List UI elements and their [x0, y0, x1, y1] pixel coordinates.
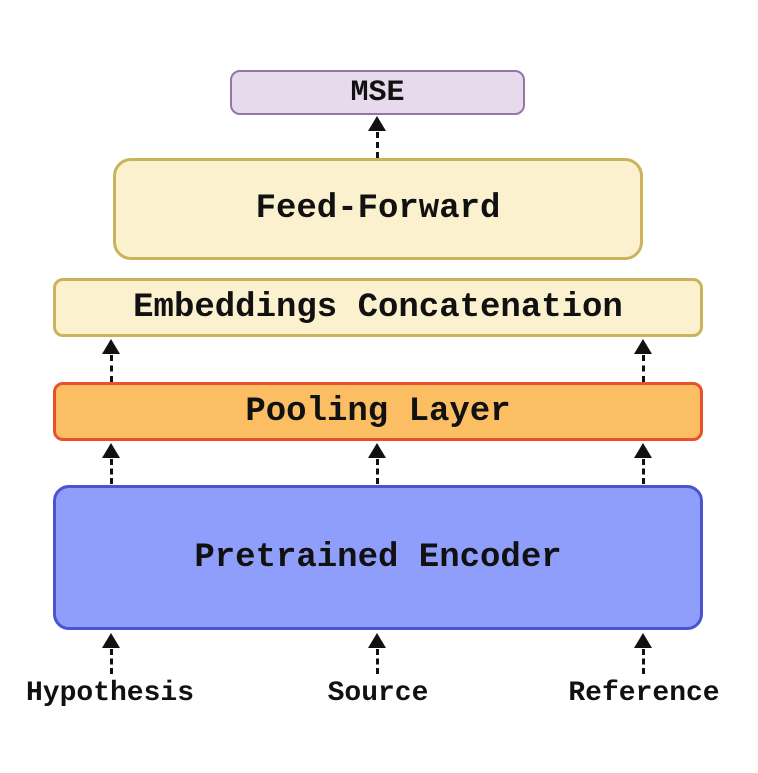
arrow-encoder-to-pooling-left	[102, 443, 120, 484]
box-pretrained-encoder: Pretrained Encoder	[53, 485, 703, 630]
arrow-shaft	[109, 459, 113, 484]
box-feed-forward-label: Feed-Forward	[255, 190, 501, 228]
arrow-reference-to-encoder	[634, 633, 652, 674]
box-pooling-layer-label: Pooling Layer	[245, 392, 511, 431]
input-label-reference: Reference	[568, 678, 720, 709]
arrow-source-to-encoder	[368, 633, 386, 674]
arrowhead-icon	[368, 633, 386, 648]
arrow-shaft	[375, 459, 379, 484]
arrow-shaft	[375, 649, 379, 674]
arrow-encoder-to-pooling-center	[368, 443, 386, 484]
arrow-shaft	[641, 459, 645, 484]
box-mse: MSE	[230, 70, 525, 115]
box-mse-label: MSE	[350, 75, 405, 110]
arrowhead-icon	[634, 443, 652, 458]
arrow-shaft	[641, 649, 645, 674]
input-label-hypothesis: Hypothesis	[25, 678, 195, 709]
arrowhead-icon	[368, 443, 386, 458]
arrow-pooling-to-embeddings-right	[634, 339, 652, 382]
arrow-shaft	[641, 355, 645, 382]
arrowhead-icon	[102, 339, 120, 354]
arrowhead-icon	[102, 443, 120, 458]
box-embeddings-concatenation: Embeddings Concatenation	[53, 278, 703, 337]
arrow-shaft	[109, 649, 113, 674]
box-pretrained-encoder-label: Pretrained Encoder	[194, 538, 562, 577]
arrowhead-icon	[368, 116, 386, 131]
arrowhead-icon	[634, 633, 652, 648]
arrow-hypothesis-to-encoder	[102, 633, 120, 674]
arrowhead-icon	[634, 339, 652, 354]
arrow-pooling-to-embeddings-left	[102, 339, 120, 382]
box-pooling-layer: Pooling Layer	[53, 382, 703, 441]
arrow-encoder-to-pooling-right	[634, 443, 652, 484]
arrowhead-icon	[102, 633, 120, 648]
input-label-source: Source	[327, 678, 429, 709]
box-embeddings-concatenation-label: Embeddings Concatenation	[133, 288, 623, 327]
arrow-feedforward-to-mse	[368, 116, 386, 158]
arrow-shaft	[109, 355, 113, 382]
arrow-shaft	[375, 132, 379, 158]
box-feed-forward: Feed-Forward	[113, 158, 643, 260]
